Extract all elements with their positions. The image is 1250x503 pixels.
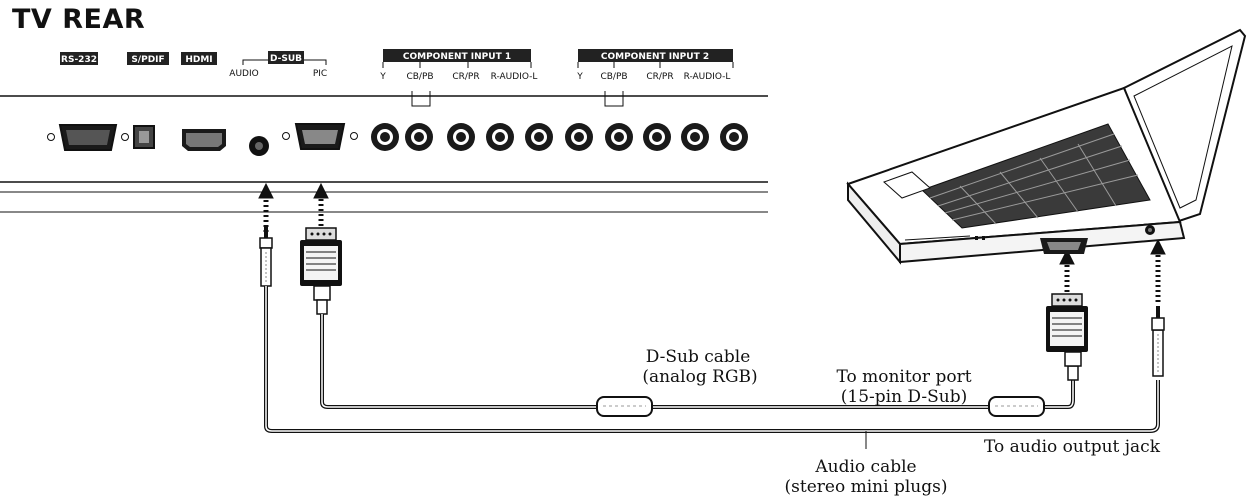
audio-cable-sublabel: (stereo mini plugs) <box>785 477 948 497</box>
svg-text:RS-232: RS-232 <box>61 55 97 65</box>
ferrite-core-1 <box>596 396 653 417</box>
audio-cable-label: Audio cable <box>814 457 916 477</box>
svg-text:COMPONENT INPUT 2: COMPONENT INPUT 2 <box>601 52 709 62</box>
label-hdmi: HDMI <box>181 52 217 65</box>
dsub-cable-label: D-Sub cable <box>646 347 751 367</box>
dsub-plug-tv <box>300 227 342 315</box>
svg-text:R-AUDIO-L: R-AUDIO-L <box>684 72 731 82</box>
audio-plug-laptop <box>1151 306 1165 377</box>
diagram-title: TV REAR <box>12 4 146 35</box>
svg-text:CB/PB: CB/PB <box>600 72 627 82</box>
svg-text:PIC: PIC <box>313 69 327 79</box>
audio-cable <box>264 286 1160 433</box>
hdmi-port <box>182 129 226 151</box>
monitor-port-label: To monitor port <box>836 367 971 387</box>
dsub-pic-port <box>282 123 358 150</box>
insert-arrows-tv <box>258 182 329 232</box>
audio-plug-tv <box>259 226 273 287</box>
dsub-cable-sublabel: (analog RGB) <box>642 367 757 387</box>
monitor-port-sublabel: (15-pin D-Sub) <box>841 387 967 407</box>
audio-output-label: To audio output jack <box>984 437 1161 457</box>
label-rs232: RS-232 <box>60 52 98 65</box>
ferrite-core-2 <box>988 396 1045 417</box>
svg-text:Y: Y <box>576 72 583 82</box>
component-jacks <box>371 123 748 151</box>
svg-text:R-AUDIO-L: R-AUDIO-L <box>491 72 538 82</box>
dsub-cable <box>320 314 1075 409</box>
svg-text:HDMI: HDMI <box>185 55 212 65</box>
tv-rear-panel <box>0 95 768 213</box>
label-spdif: S/PDIF <box>127 52 169 65</box>
label-component-input-2: COMPONENT INPUT 2 Y CB/PB CR/PR R-AUDIO-… <box>576 49 734 107</box>
label-dsub: D-SUB AUDIO PIC <box>229 51 327 79</box>
label-component-input-1: COMPONENT INPUT 1 Y CB/PB CR/PR R-AUDIO-… <box>379 49 538 107</box>
svg-text:COMPONENT INPUT 1: COMPONENT INPUT 1 <box>403 52 511 62</box>
audio-jack-port <box>249 136 269 156</box>
svg-text:CB/PB: CB/PB <box>406 72 433 82</box>
svg-text:AUDIO: AUDIO <box>229 69 258 79</box>
svg-text:D-SUB: D-SUB <box>270 54 302 64</box>
spdif-port <box>133 125 155 149</box>
dsub-plug-laptop <box>1046 293 1088 381</box>
laptop-illustration <box>846 28 1247 265</box>
svg-text:CR/PR: CR/PR <box>452 72 479 82</box>
svg-text:CR/PR: CR/PR <box>646 72 673 82</box>
svg-text:S/PDIF: S/PDIF <box>131 55 164 65</box>
insert-arrows-laptop <box>1059 238 1166 302</box>
rs232-port <box>47 124 129 151</box>
svg-text:Y: Y <box>379 72 386 82</box>
